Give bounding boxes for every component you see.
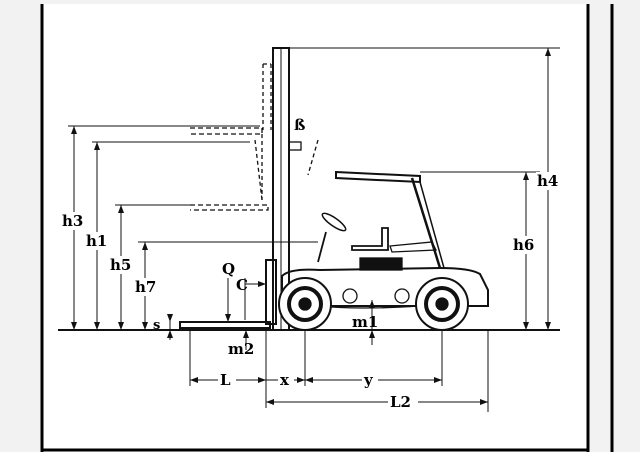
y-arrow-left bbox=[305, 377, 313, 383]
h3-arrow-bottom bbox=[71, 322, 77, 330]
label-l: L bbox=[220, 371, 231, 389]
h6-arrow-top bbox=[523, 172, 529, 180]
label-s: s bbox=[153, 318, 160, 333]
fork-raised-mid bbox=[190, 204, 269, 211]
h1-label-bg bbox=[85, 232, 111, 250]
label-q: Q bbox=[222, 260, 235, 278]
label-l2: L2 bbox=[390, 393, 411, 411]
overhead-guard-rear-post bbox=[410, 177, 442, 269]
h3-arrow-top bbox=[71, 126, 77, 134]
forklift-drawing bbox=[58, 47, 560, 331]
x-arrow-right bbox=[297, 377, 305, 383]
l2-arrow-right bbox=[480, 399, 488, 405]
m1-arrow-top bbox=[369, 300, 375, 308]
fork-raised-top bbox=[190, 127, 263, 135]
h4-arrow-top bbox=[545, 48, 551, 56]
front-wheel-hub bbox=[298, 297, 312, 311]
h4-label-bg bbox=[536, 172, 564, 190]
label-h5: h5 bbox=[110, 256, 131, 274]
steering-wheel bbox=[321, 212, 347, 232]
h6-label-bg bbox=[512, 236, 542, 254]
h3-label-bg bbox=[60, 212, 88, 230]
y-label-bg bbox=[362, 371, 378, 389]
engine-hood bbox=[359, 257, 403, 271]
label-y: y bbox=[363, 371, 374, 389]
label-m1: m1 bbox=[352, 313, 378, 331]
label-h4: h4 bbox=[537, 172, 558, 190]
label-h1: h1 bbox=[86, 232, 107, 250]
h7-arrow-top bbox=[142, 242, 148, 250]
mast-head bbox=[288, 141, 302, 151]
y-arrow-right bbox=[434, 377, 442, 383]
h5-label-bg bbox=[108, 256, 136, 274]
h1-arrow-top bbox=[94, 142, 100, 150]
seat bbox=[351, 227, 389, 251]
drawing-sheet bbox=[42, 4, 590, 452]
body-hole-right bbox=[394, 288, 410, 304]
h7-arrow-bottom bbox=[142, 322, 148, 330]
label-m2: m2 bbox=[228, 340, 254, 358]
raised-mast-dashed bbox=[262, 63, 272, 130]
h5-arrow-top bbox=[118, 205, 124, 213]
c-arrow bbox=[258, 281, 266, 287]
dimension-lines bbox=[68, 47, 560, 412]
l2-arrow-left bbox=[266, 399, 274, 405]
h1-arrow-bottom bbox=[94, 322, 100, 330]
l-label-bg bbox=[218, 371, 236, 389]
l-arrow-left bbox=[190, 377, 198, 383]
body-hole-left bbox=[342, 288, 358, 304]
h7-label-bg bbox=[133, 278, 161, 296]
front-wheel-rim bbox=[287, 286, 323, 322]
rear-panel bbox=[389, 241, 438, 253]
l2-label-bg bbox=[388, 393, 418, 411]
m1-arrow-bottom bbox=[369, 330, 375, 338]
tilt-forward-line bbox=[307, 139, 319, 176]
l-arrow-right bbox=[258, 377, 266, 383]
h4-arrow-bottom bbox=[545, 322, 551, 330]
arrowheads bbox=[71, 48, 551, 405]
fork-ground bbox=[179, 321, 271, 329]
label-h6: h6 bbox=[513, 236, 534, 254]
s-arrow-top bbox=[167, 314, 173, 322]
q-arrow bbox=[225, 314, 231, 322]
m2-arrow bbox=[243, 330, 249, 338]
overhead-guard-rear-post-inner bbox=[419, 181, 445, 269]
rear-wheel-rim bbox=[424, 286, 460, 322]
label-h3: h3 bbox=[62, 212, 83, 230]
x-label-bg bbox=[278, 371, 294, 389]
steering-column bbox=[317, 231, 327, 263]
label-c: C bbox=[236, 276, 248, 294]
label-beta: ß bbox=[294, 116, 305, 134]
label-x: x bbox=[280, 371, 290, 389]
label-h7: h7 bbox=[135, 278, 156, 296]
h5-arrow-bottom bbox=[118, 322, 124, 330]
tilt-back-line bbox=[254, 139, 263, 201]
rear-wheel-hub bbox=[435, 297, 449, 311]
s-arrow-bottom bbox=[167, 330, 173, 338]
h6-arrow-bottom bbox=[523, 322, 529, 330]
